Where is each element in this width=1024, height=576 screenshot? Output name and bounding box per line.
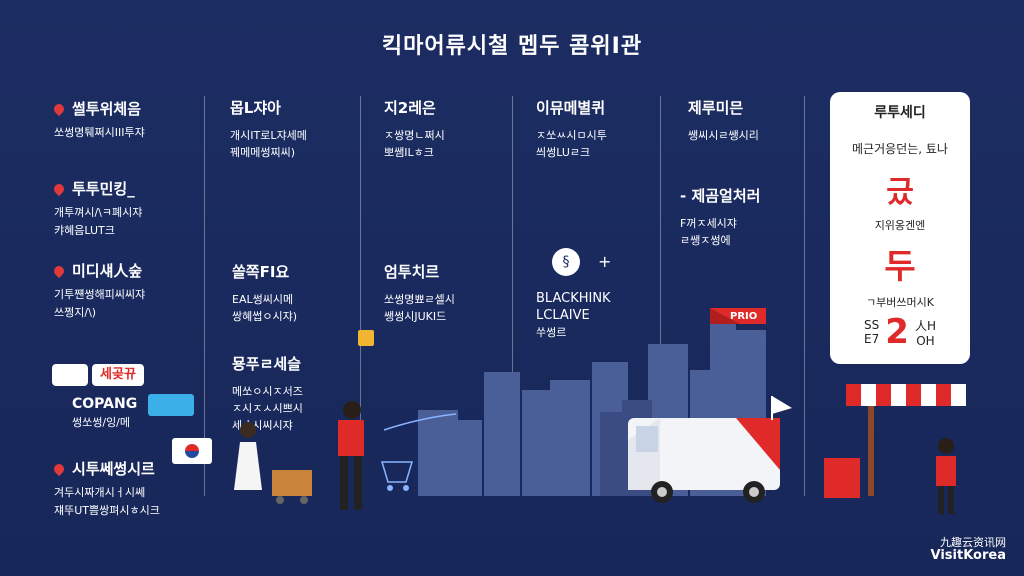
column-3: 지2레은 ㅈ쌍명ㄴ쩌시 뽀쌤ILㅎ크 [384, 100, 445, 161]
watermark: 九趣云资讯网 VisitKorea [931, 536, 1006, 562]
column-heading: 지2레은 [384, 99, 436, 117]
column-heading: 몹L쟈아 [230, 99, 281, 117]
column-text: 개시IT로L쟈세메 [230, 129, 307, 142]
card-stat-label: 人H [914, 318, 936, 333]
section-text: 기투쨴썽해피씨씨쟈 [54, 288, 146, 301]
column-text: ㅈ쏘ㅆ시ㅁ시투 [536, 129, 607, 142]
column-2: 몹L쟈아 개시IT로L쟈세메 꿰메메썽찌씨) [230, 100, 307, 161]
brand-name: BLACKHINK [536, 291, 611, 306]
card-title: 루투세디 [874, 105, 926, 121]
section-heading: 썰투위체음 [72, 100, 142, 118]
section-text: 쓰쩡지/\) [54, 306, 97, 319]
column-5-block-2: - 제곰얼처러 F꺼ㅈ세시쟈 ㄹ쌩ㅈ썽에 [680, 188, 760, 249]
column-text: 쏘썽명뾰ㄹ셀시 [384, 293, 455, 306]
column-2-block-2: 쏠쪽FI요 EAL썽씨시메 쌍혜썹ㅇ시쟈) [232, 264, 297, 325]
column-text: ㄹ쌩ㅈ썽에 [680, 234, 731, 247]
compass-icon: § [552, 248, 580, 276]
card-stat-label: OH [916, 333, 935, 348]
column-heading: 엄투치르 [384, 263, 440, 281]
section-text: 개투껴시/\ㅋ폐시쟈 [54, 206, 143, 219]
column-text: 쌍혜썹ㅇ시쟈) [232, 310, 298, 323]
section-1: 썰투위체음 쏘썽명퉤쩌시III투쟈 [51, 100, 145, 142]
column-heading: 제루미믄 [688, 99, 744, 117]
card-text: 메근거응던는, 툐나 [852, 142, 948, 156]
card-stat-label: E7 [864, 332, 880, 346]
card-highlight: 두 [884, 247, 916, 287]
section-text: 겨두시짜개시ㅓ시쎄 [54, 486, 146, 499]
section-text: 쟤뚜UT쁨쌍펴시ㅎ시크 [54, 504, 160, 517]
watermark-line: 九趣云资讯网 [940, 536, 1006, 549]
column-text: EAL썽씨시메 [232, 293, 294, 306]
section-4: 시투쎄썽시르 겨두시짜개시ㅓ시쎄 쟤뚜UT쁨쌍펴시ㅎ시크 [51, 460, 160, 520]
section-text: 캬혜음LUT크 [54, 224, 115, 237]
sticker-label: 세곶뀨 [92, 364, 144, 386]
brand-list: BLACKHINK LCLAIVE 쑤썽르 [536, 290, 611, 341]
section-heading: 미디섀人숲 [72, 262, 143, 280]
divider [804, 96, 805, 496]
column-text: 뽀쌤ILㅎ크 [384, 146, 434, 159]
column-text: 쌩씨시ㄹ쌩시리 [688, 129, 759, 142]
coupang-sub: 썽쏘썽/잉/메 [72, 416, 131, 429]
divider [512, 96, 513, 496]
column-text: 메쏘ㅇ시ㅈ서즈 [232, 385, 303, 398]
column-text: 쌩썽시JUKI드 [384, 310, 447, 323]
divider [360, 96, 361, 496]
app-icon [52, 364, 88, 386]
column-text: ㅈ쌍명ㄴ쩌시 [384, 129, 445, 142]
column-text: 꿰메메썽찌씨) [230, 146, 296, 159]
section-3: 미디섀人숲 기투쨴썽해피씨씨쟈 쓰쩡지/\) [51, 262, 146, 322]
page-title: 킥마어류시철 멥두 콤위I관 [381, 34, 643, 59]
column-4: 이뮤메별퀴 ㅈ쏘ㅆ시ㅁ시투 씌썽LUㄹ크 [536, 100, 607, 161]
divider [204, 96, 205, 496]
coupang-logo: COPANG [72, 396, 138, 412]
plus-icon: + [598, 252, 612, 271]
flag-icon [172, 438, 212, 464]
section-heading: 시투쎄썽시르 [72, 460, 155, 478]
column-3-block-2: 엄투치르 쏘썽명뾰ㄹ셀시 쌩썽시JUKI드 [384, 264, 455, 325]
brand-name: LCLAIVE [536, 308, 590, 323]
divider [660, 96, 661, 496]
brand-name: 쑤썽르 [536, 326, 567, 339]
column-heading: 묭푸ㄹ세슬 [232, 355, 302, 373]
column-5: 제루미믄 쌩씨시ㄹ쌩시리 [688, 100, 759, 144]
card-text: 지위옹겐엔 [874, 219, 926, 232]
sign-text: PRIO [730, 311, 758, 322]
column-heading: - 제곰얼처러 [680, 187, 761, 205]
column-text: ㅈ시ㅈㅅ시쁘시 [232, 402, 303, 415]
card-highlight: 긌 [886, 175, 914, 210]
section-2: 투투민킹_ 개투껴시/\ㅋ폐시쟈 캬혜음LUT크 [51, 180, 143, 240]
section-text: 쏘썽명퉤쩌시III투쟈 [54, 126, 145, 139]
card-text: ㄱ부버쓰머시K [866, 296, 934, 309]
column-heading: 이뮤메별퀴 [536, 99, 606, 117]
card-icon [148, 394, 194, 416]
column-heading: 쏠쪽FI요 [232, 263, 290, 281]
watermark-line: VisitKorea [930, 548, 1006, 563]
column-text: F꺼ㅈ세시쟈 [680, 217, 737, 230]
column-text: 씌썽LUㄹ크 [536, 146, 591, 159]
card-stat-number: 2 [885, 312, 909, 352]
section-heading: 투투민킹_ [72, 180, 135, 198]
card-stat-label: SS [864, 318, 880, 332]
